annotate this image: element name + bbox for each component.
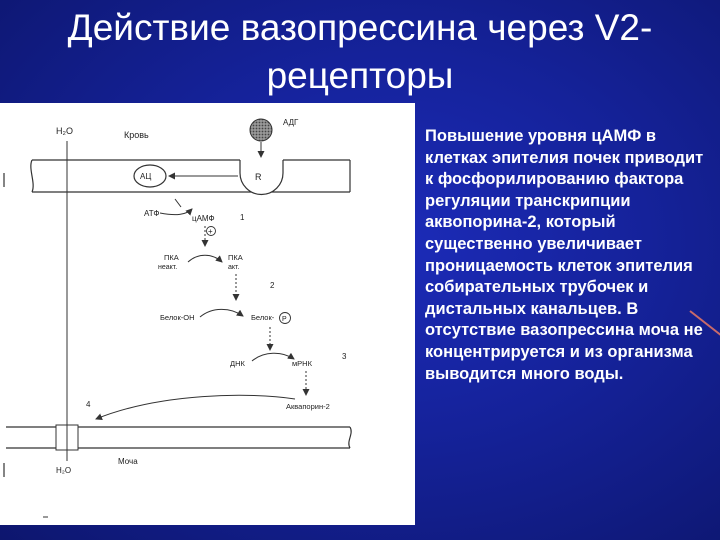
receptor-shape: [240, 160, 283, 195]
dna-label: ДНК: [230, 359, 245, 368]
title-line-1: Действие вазопрессина через V2-: [0, 4, 720, 52]
step-3-label: 3: [342, 352, 347, 361]
pka-inactive-label: ПКА: [164, 253, 179, 262]
aquaporin-transport-arrow: [96, 395, 295, 419]
blood-label: Кровь: [124, 130, 149, 140]
adh-label: АДГ: [283, 118, 299, 127]
h2o-top-label: H₂O: [56, 126, 73, 136]
mrna-label: мРНК: [292, 359, 313, 368]
adh-hormone-icon: [250, 119, 272, 141]
transcription-arrow: [252, 353, 294, 361]
pka-active-sub: акт.: [228, 264, 239, 271]
slide-title: Действие вазопрессина через V2- рецептор…: [0, 4, 720, 100]
apical-membrane: [6, 425, 351, 450]
protein-p-label: Белок-: [251, 313, 275, 322]
atp-label: АТФ: [144, 209, 159, 218]
atp-to-camp-arrow: [160, 209, 192, 215]
plus-label: +: [208, 227, 213, 236]
h2o-bottom-label: H₂O: [56, 466, 71, 475]
ac-label: АЦ: [140, 172, 151, 181]
caption-text: Повышение уровня цАМФ в клетках эпителия…: [425, 126, 712, 385]
step-2-label: 2: [270, 281, 275, 290]
vasopressin-v2-diagram: R АДГ АЦ H₂O Кровь АТФ цАМФ 1 + ПКА: [0, 103, 415, 525]
pka-inactive-sub: неакт.: [158, 264, 177, 271]
camp-label: цАМФ: [192, 214, 215, 223]
pka-active-label: ПКА: [228, 253, 243, 262]
phosphate-label: P: [282, 316, 287, 323]
urine-label: Моча: [118, 457, 138, 466]
protein-oh-label: Белок-ОН: [160, 313, 195, 322]
receptor-label: R: [255, 172, 262, 182]
diagram-figure: R АДГ АЦ H₂O Кровь АТФ цАМФ 1 + ПКА: [0, 103, 415, 525]
phosphorylation-arrow: [200, 309, 243, 317]
step-4-label: 4: [86, 400, 91, 409]
aquaporin-label: Аквапорин-2: [286, 402, 330, 411]
step-1-label: 1: [240, 213, 245, 222]
pka-activation-arrow: [188, 255, 222, 262]
title-line-2: рецепторы: [0, 52, 720, 100]
